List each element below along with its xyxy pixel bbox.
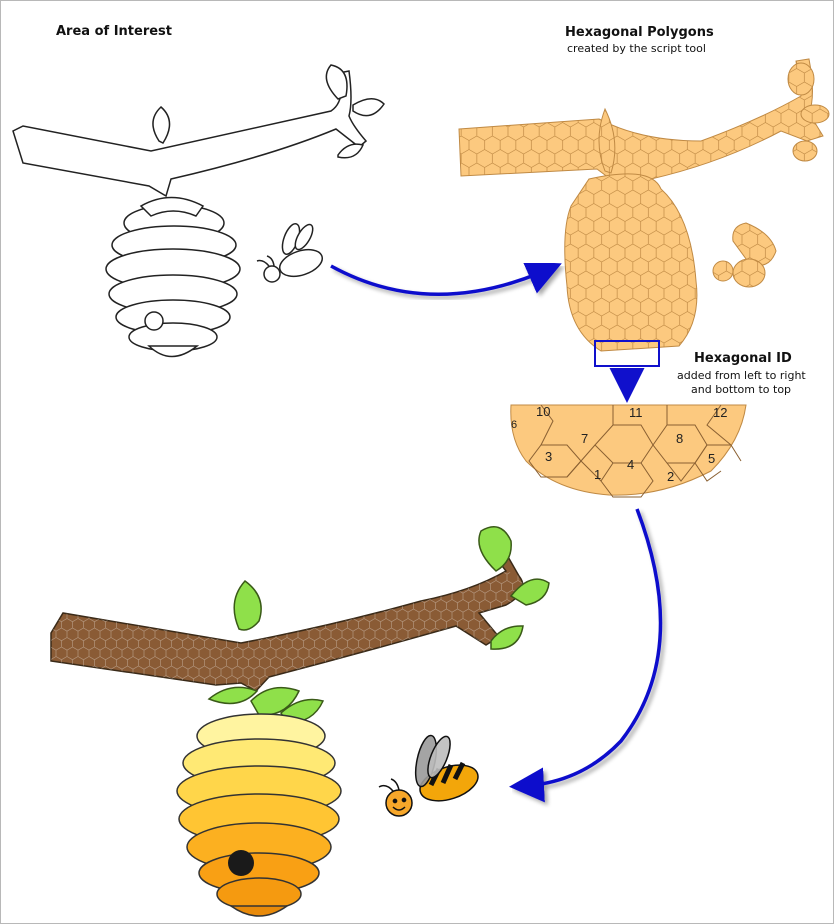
hex-id-label-11: 11 — [629, 405, 643, 420]
hexagonal-id-line-2: and bottom to top — [691, 383, 791, 396]
outline-leaf-top — [326, 65, 347, 99]
arrow-to-colored-hive — [523, 509, 661, 786]
outline-branch — [13, 71, 366, 196]
outline-hive-bottom — [149, 346, 197, 357]
area-of-interest-drawing — [13, 65, 384, 357]
outline-leaf-left — [153, 107, 170, 143]
hex-id-label-6: 6 — [511, 419, 517, 431]
outline-leaf-small — [338, 144, 363, 158]
outline-bee-head — [264, 266, 280, 282]
subtitle-hexagonal-polygons: created by the script tool — [567, 42, 706, 55]
hex-id-label-2: 2 — [667, 469, 674, 484]
hexagonal-id-line-1: added from left to right — [677, 369, 806, 382]
hex-leaf-right — [801, 105, 829, 123]
hex-id-label-8: 8 — [676, 431, 683, 446]
hexagonal-polygons-drawing — [459, 59, 829, 351]
arrow-to-hexagons — [331, 266, 549, 294]
title-hexagonal-polygons: Hexagonal Polygons — [565, 25, 714, 40]
hex-leaf-top — [788, 63, 814, 95]
hex-id-label-1: 1 — [594, 467, 601, 482]
hex-branch — [459, 59, 823, 181]
hex-id-label-5: 5 — [708, 451, 715, 466]
hex-bee-body — [733, 259, 765, 287]
outline-leaf-right — [353, 99, 384, 116]
hex-bee-wings — [733, 223, 776, 265]
colored-hive-hole — [228, 850, 254, 876]
colored-hive-drawing — [51, 527, 549, 916]
hex-id-label-3: 3 — [545, 449, 552, 464]
colored-bee — [379, 734, 482, 816]
colored-hive-body — [177, 714, 341, 916]
hex-id-label-4: 4 — [627, 457, 634, 472]
title-hexagonal-id: Hexagonal ID — [694, 351, 792, 366]
title-area-of-interest: Area of Interest — [56, 24, 172, 39]
hex-id-label-10: 10 — [536, 404, 550, 419]
outline-hive-hole — [145, 312, 163, 330]
hex-bee-head — [713, 261, 733, 281]
hex-id-label-12: 12 — [713, 405, 727, 420]
hex-hive — [565, 174, 697, 351]
hex-leaf-small — [793, 141, 817, 161]
hex-id-label-7: 7 — [581, 431, 588, 446]
hexagonal-id-detail: 10 11 12 7 8 3 4 5 1 2 6 — [511, 404, 746, 497]
